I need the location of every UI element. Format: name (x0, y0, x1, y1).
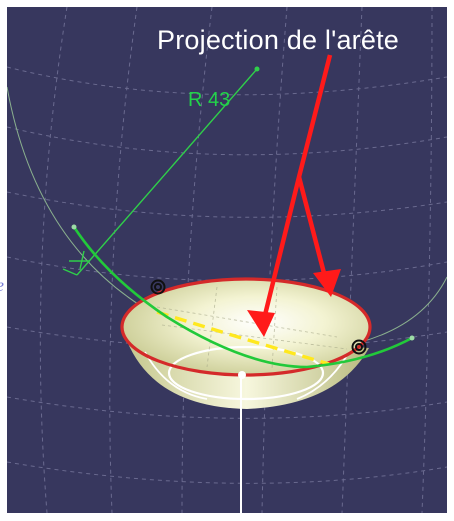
dimension-end-point[interactable] (254, 66, 260, 72)
curve-end-point[interactable] (409, 335, 415, 341)
revolved-part[interactable] (120, 277, 372, 409)
projection-curve[interactable] (72, 226, 413, 369)
constraint-symbol-icon[interactable] (150, 279, 166, 295)
constraint-symbol-icon[interactable] (351, 339, 367, 355)
3d-viewport[interactable]: Projection de l'arête R 43 (7, 7, 447, 513)
radius-dimension[interactable] (62, 68, 258, 276)
edge-glyph-text: e (0, 275, 4, 295)
radius-dimension-label[interactable]: R 43 (188, 89, 231, 111)
annotation-text: Projection de l'arête (157, 25, 399, 55)
highlighted-edge[interactable] (156, 310, 330, 366)
background-grid (7, 7, 447, 513)
axis-point-icon[interactable] (238, 371, 246, 379)
scene-canvas (7, 7, 447, 513)
edge-glyph: e (0, 275, 7, 295)
curve-start-point[interactable] (71, 224, 77, 230)
arrow-icon (296, 176, 341, 297)
